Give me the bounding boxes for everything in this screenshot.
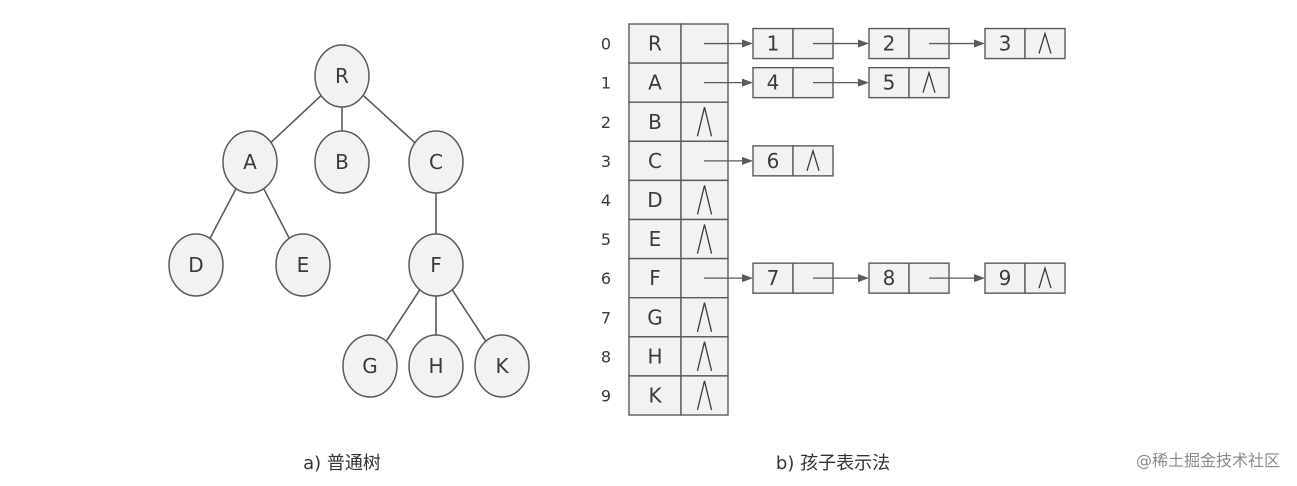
next-arrow — [929, 39, 985, 48]
tree-node-F: F — [408, 233, 464, 297]
next-arrow — [813, 78, 869, 87]
tree-node-R: R — [314, 44, 370, 108]
null-pointer — [806, 148, 820, 172]
firstchild-cell — [680, 179, 729, 221]
row-data: R — [648, 32, 662, 56]
tree-node-A: A — [222, 130, 278, 194]
tree-edge-R-A — [270, 94, 322, 144]
tree-node-K: K — [474, 334, 530, 398]
next-arrow — [813, 274, 869, 283]
null-pointer — [1038, 265, 1052, 289]
tree-node-B: B — [314, 130, 370, 194]
tree-edge-A-E — [263, 188, 290, 239]
row-index: 7 — [601, 308, 611, 327]
row-index: 6 — [601, 269, 611, 288]
child-index: 3 — [999, 32, 1012, 56]
row-data: A — [648, 71, 662, 95]
row-data: H — [647, 344, 662, 368]
child-index: 2 — [883, 32, 896, 56]
child-index: 4 — [767, 71, 780, 95]
tree-node-label: R — [335, 64, 349, 88]
row-index: 0 — [601, 35, 611, 54]
tree-caption: a) 普通树 — [303, 453, 381, 474]
tree-node-H: H — [408, 334, 464, 398]
tree-node-label: H — [428, 354, 443, 378]
pointer-arrow — [704, 274, 753, 283]
tree-node-G: G — [342, 334, 398, 398]
row-index: 4 — [601, 191, 611, 210]
tree-edge-R-C — [362, 94, 416, 144]
next-arrow — [813, 39, 869, 48]
row-data: K — [648, 383, 662, 407]
tree-nodes: R A B C D E F G H K — [168, 44, 530, 398]
row-data: D — [647, 188, 662, 212]
pointer-arrow — [704, 78, 753, 87]
next-arrow — [929, 274, 985, 283]
row-data: E — [649, 227, 662, 251]
tree-edge-F-K — [451, 289, 487, 342]
row-index: 2 — [601, 113, 611, 132]
tree-node-label: A — [243, 150, 257, 174]
tree-node-label: E — [297, 253, 310, 277]
tree-node-label: F — [430, 253, 442, 277]
null-pointer — [696, 341, 713, 372]
null-pointer — [696, 380, 713, 411]
tree-node-label: G — [362, 354, 378, 378]
tree-edges — [209, 94, 487, 342]
data-cell — [628, 140, 682, 182]
tree-edge-F-G — [385, 289, 421, 342]
row-index: 5 — [601, 230, 611, 249]
child-linked-lists: 1 2 3 4 5 6 7 8 9 — [704, 27, 1066, 294]
child-index: 8 — [883, 266, 896, 290]
child-list-node: 3 — [984, 27, 1066, 60]
child-index: 7 — [767, 266, 780, 290]
null-pointer — [696, 302, 713, 332]
data-cell — [628, 257, 682, 299]
watermark: @稀土掘金技术社区 — [1136, 451, 1280, 470]
child-index: 1 — [767, 32, 780, 56]
null-pointer — [696, 224, 713, 254]
tree-edge-A-D — [209, 188, 237, 239]
null-pointer — [696, 185, 713, 215]
row-index: 9 — [601, 386, 611, 405]
child-representation-caption: b) 孩子表示法 — [776, 453, 890, 474]
child-list-node: 9 — [984, 262, 1066, 294]
row-index: 3 — [601, 152, 611, 171]
pointer-arrow — [704, 156, 753, 165]
null-pointer — [696, 107, 713, 137]
null-pointer — [922, 70, 936, 93]
row-data: B — [648, 110, 662, 134]
data-cell — [628, 179, 682, 221]
tree-node-label: K — [495, 354, 509, 378]
row-data: G — [647, 305, 663, 329]
row-index: 8 — [601, 347, 611, 366]
row-data: F — [649, 266, 661, 290]
child-list-node: 7 — [752, 262, 834, 294]
child-list-node: 6 — [752, 145, 834, 177]
tree-node-E: E — [275, 233, 331, 297]
null-pointer — [1038, 31, 1052, 54]
tree-node-label: B — [335, 150, 349, 174]
child-list-node: 5 — [868, 66, 950, 99]
row-data: C — [648, 149, 662, 173]
tree-node-label: C — [429, 150, 443, 174]
pointer-arrow — [704, 39, 753, 48]
child-index: 5 — [883, 71, 896, 95]
child-index: 9 — [999, 266, 1012, 290]
row-index: 1 — [601, 74, 611, 93]
tree-node-label: D — [188, 253, 203, 277]
tree-node-C: C — [408, 130, 464, 194]
child-index: 6 — [767, 149, 780, 173]
tree-node-D: D — [168, 233, 224, 297]
